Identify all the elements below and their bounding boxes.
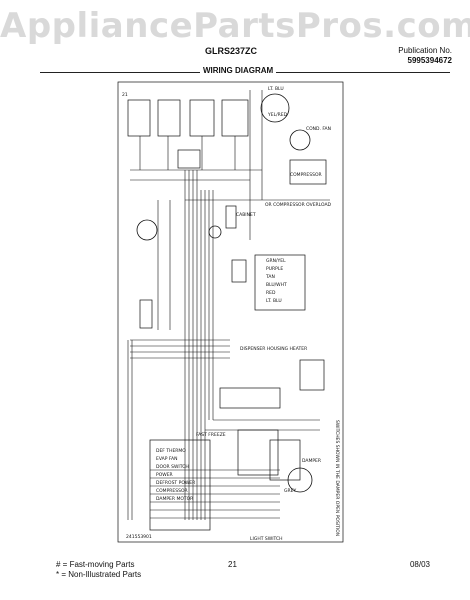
vertical-wires — [127, 90, 263, 520]
label-switches-note: SWITCHES SHOWN IN THE DAMPER OPEN POSITI… — [334, 420, 340, 536]
label-lt-blu: LT. BLU — [268, 86, 284, 92]
label-def-thermo: DEF THERMO — [156, 448, 186, 454]
legend-non-illustrated: * = Non-Illustrated Parts — [56, 570, 142, 579]
label-evap-fan: EVAP FAN — [156, 456, 177, 462]
diagram-frame — [117, 81, 344, 543]
label-code: 21 — [122, 92, 128, 98]
horizontal-wires — [130, 169, 330, 519]
diagram-title: WIRING DIAGRAM — [200, 66, 277, 75]
label-red: RED — [266, 290, 276, 296]
publication-info: Publication No. 5995394672 — [398, 46, 452, 66]
label-tan: TAN — [265, 274, 275, 280]
label-damper-motor: DAMPER MOTOR — [156, 496, 193, 502]
publication-date: 08/03 — [409, 560, 430, 569]
label-dispenser-heater: DISPENSER HOUSING HEATER — [240, 346, 307, 352]
publication-label: Publication No. — [398, 46, 452, 55]
legend-fast-moving: # = Fast-moving Parts — [56, 560, 135, 569]
label-lt-blu-2: LT. BLU — [266, 298, 282, 304]
model-number: GLRS237ZC — [205, 46, 258, 56]
label-cabinet: CABINET — [236, 212, 256, 218]
label-grn-yel: GRN/YEL — [266, 258, 286, 264]
label-compressor-overload: OR COMPRESSOR OVERLOAD — [265, 202, 332, 208]
connector-blocks — [139, 205, 325, 531]
label-power: POWER — [156, 472, 173, 478]
publication-number: 5995394672 — [407, 56, 453, 65]
label-defrost-power: DEFROST POWER — [156, 480, 195, 486]
label-fast-freeze: FAST FREEZE — [196, 432, 226, 438]
label-damper: DAMPER — [302, 458, 321, 464]
label-purple: PURPLE — [266, 266, 283, 272]
top-components — [127, 99, 327, 185]
label-yel-red: YEL/RED — [267, 112, 288, 118]
label-grey: GREY — [284, 488, 296, 494]
label-blu-wht: BLU/WHT — [266, 282, 287, 288]
label-part-number: 241553901 — [126, 534, 152, 540]
legend: # = Fast-moving Parts * = Non-Illustrate… — [56, 560, 141, 580]
switches-note-group: SWITCHES SHOWN IN THE DAMPER OPEN POSITI… — [334, 420, 340, 536]
label-light-switch: LIGHT SWITCH — [250, 536, 283, 542]
label-cond-fan: COND. FAN — [306, 126, 331, 132]
watermark: AppliancePartsPros.com — [0, 6, 470, 46]
label-compressor: COMPRESSOR — [290, 172, 322, 178]
diagram-labels: LT. BLU YEL/RED COND. FAN COMPRESSOR OR … — [122, 86, 332, 542]
page-number: 21 — [228, 560, 237, 569]
label-door-switch: DOOR SWITCH — [156, 464, 189, 470]
label-compressor-2: COMPRESSOR — [156, 488, 188, 494]
